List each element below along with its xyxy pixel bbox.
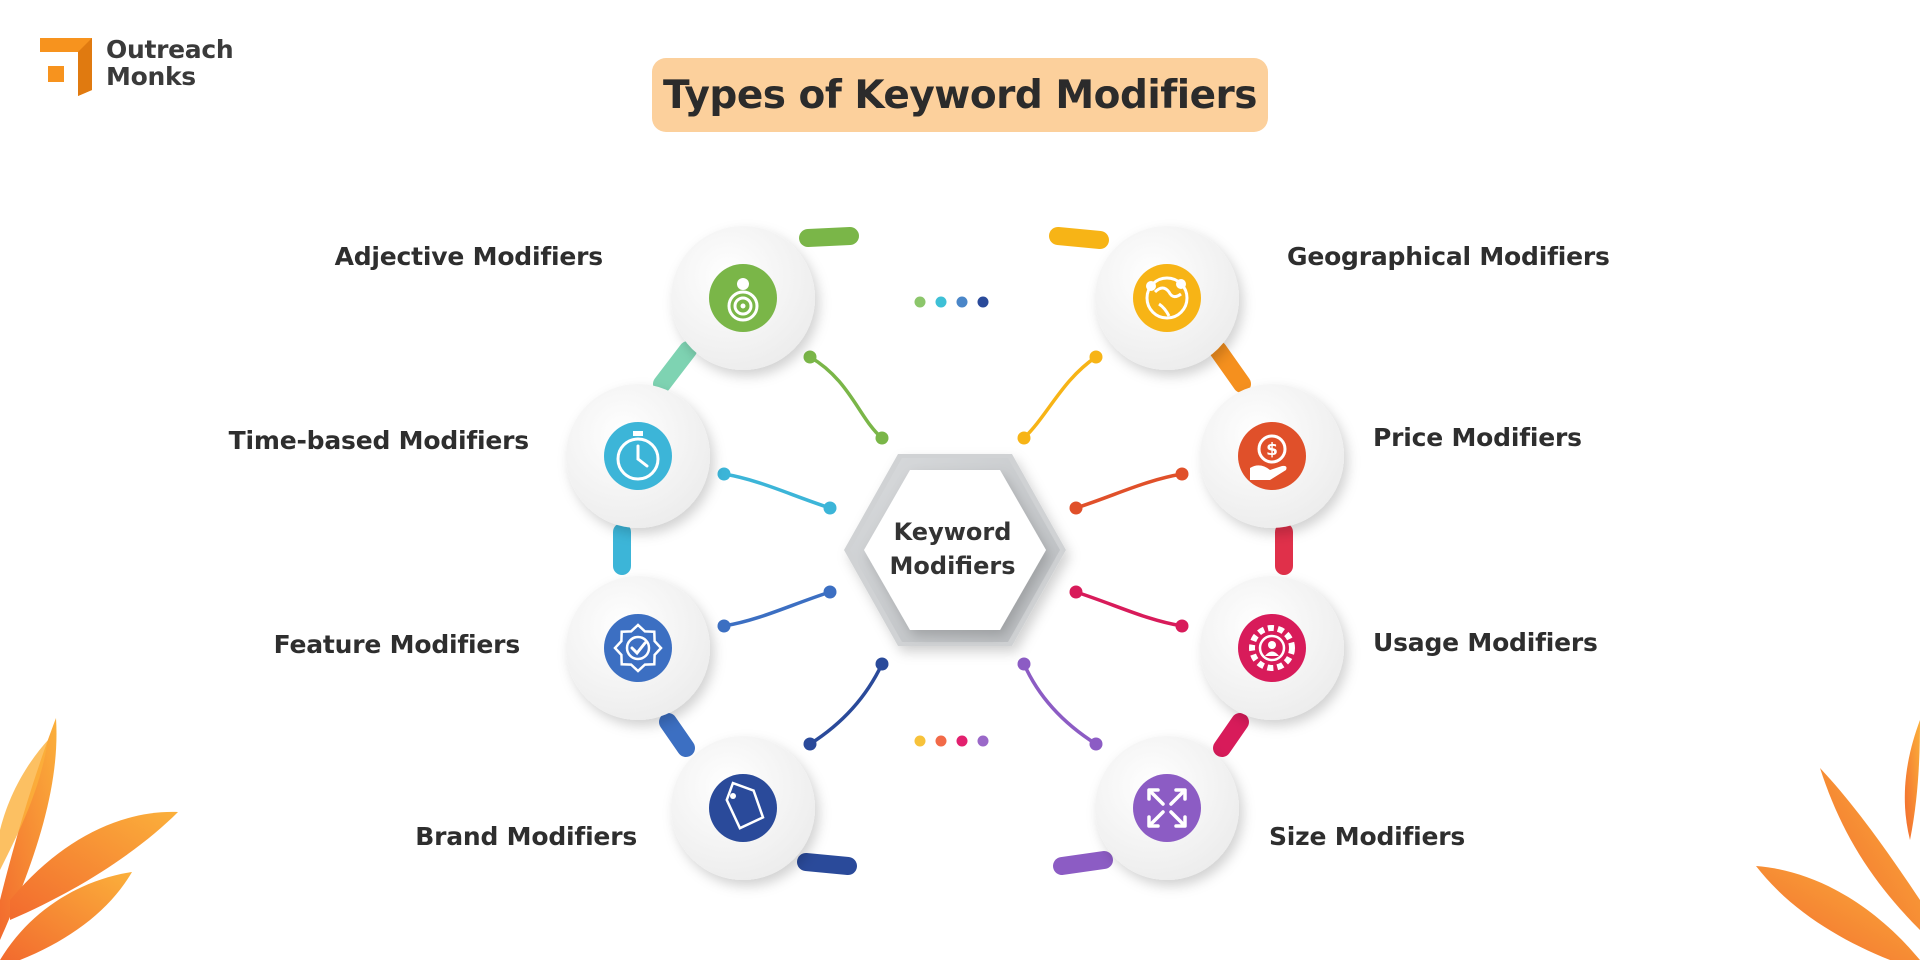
arc-segment [1213,713,1249,757]
arc-segment [1049,227,1109,249]
brand-name-line2: Monks [106,62,196,91]
hub-label: Keyword Modifiers [880,515,1025,583]
connector [1069,585,1189,633]
label-geographical-modifiers: Geographical Modifiers [1287,242,1610,271]
separator-dot [935,296,947,308]
disc-price-modifiers: $ [1200,384,1344,528]
label-price-modifiers: Price Modifiers [1373,423,1582,452]
hub-label-line2: Modifiers [889,552,1016,580]
disc-usage-modifiers [1200,576,1344,720]
arc-segment [1209,341,1251,393]
connector [1069,467,1189,515]
separator-dot [956,735,968,747]
page-title-text: Types of Keyword Modifiers [663,72,1257,118]
arc-segment [653,341,697,393]
disc-geographical-modifiers [1095,226,1239,370]
leaf-decoration-left [0,718,178,960]
connector [1017,657,1103,751]
brand-logo: Outreach Monks [34,34,264,104]
expand-arrows-icon [1133,774,1201,842]
connector [717,467,837,515]
page-title: Types of Keyword Modifiers [652,58,1268,132]
outer-arcs [613,227,1293,875]
brand-tag-icon [709,774,777,842]
disc-feature-modifiers [566,576,710,720]
disc-size-modifiers [1095,736,1239,880]
label-size-modifiers: Size Modifiers [1269,822,1466,851]
separator-dot [914,735,926,747]
separator-dot [977,735,989,747]
label-brand-modifiers: Brand Modifiers [415,822,637,851]
label-adjective-modifiers: Adjective Modifiers [334,242,604,271]
svg-text:$: $ [1266,440,1278,460]
hub-hexagon [844,454,1066,646]
brand-name: Outreach Monks [106,35,234,91]
connector [1017,350,1103,445]
badge-check-icon [604,614,672,682]
arc-segment [797,853,857,875]
dollar-hand-icon: $ [1238,422,1306,490]
connector [803,657,889,751]
label-feature-modifiers: Feature Modifiers [273,630,521,659]
user-gear-icon [1238,614,1306,682]
separator-dot [935,735,947,747]
item-discs: $ [566,226,1344,880]
target-person-icon [709,264,777,332]
disc-time-based-modifiers [566,384,710,528]
globe-pin-icon [1133,264,1201,332]
connector-lines [717,350,1189,751]
brand-logo-icon [40,38,92,96]
arc-segment [1053,851,1113,875]
hub-label-line1: Keyword [893,518,1012,546]
separator-dot [956,296,968,308]
label-time-based-modifiers: Time-based Modifiers [228,426,530,455]
arc-segment [799,227,859,247]
separator-dots [914,296,989,747]
brand-name-line1: Outreach [106,35,234,64]
separator-dot [914,296,926,308]
connector [803,350,889,445]
stopwatch-icon [604,422,672,490]
arc-segment [659,713,695,757]
disc-adjective-modifiers [671,226,815,370]
disc-brand-modifiers [671,736,815,880]
connector [717,585,837,633]
separator-dot [977,296,989,308]
leaf-decoration-right [1756,720,1920,960]
label-usage-modifiers: Usage Modifiers [1373,628,1598,657]
